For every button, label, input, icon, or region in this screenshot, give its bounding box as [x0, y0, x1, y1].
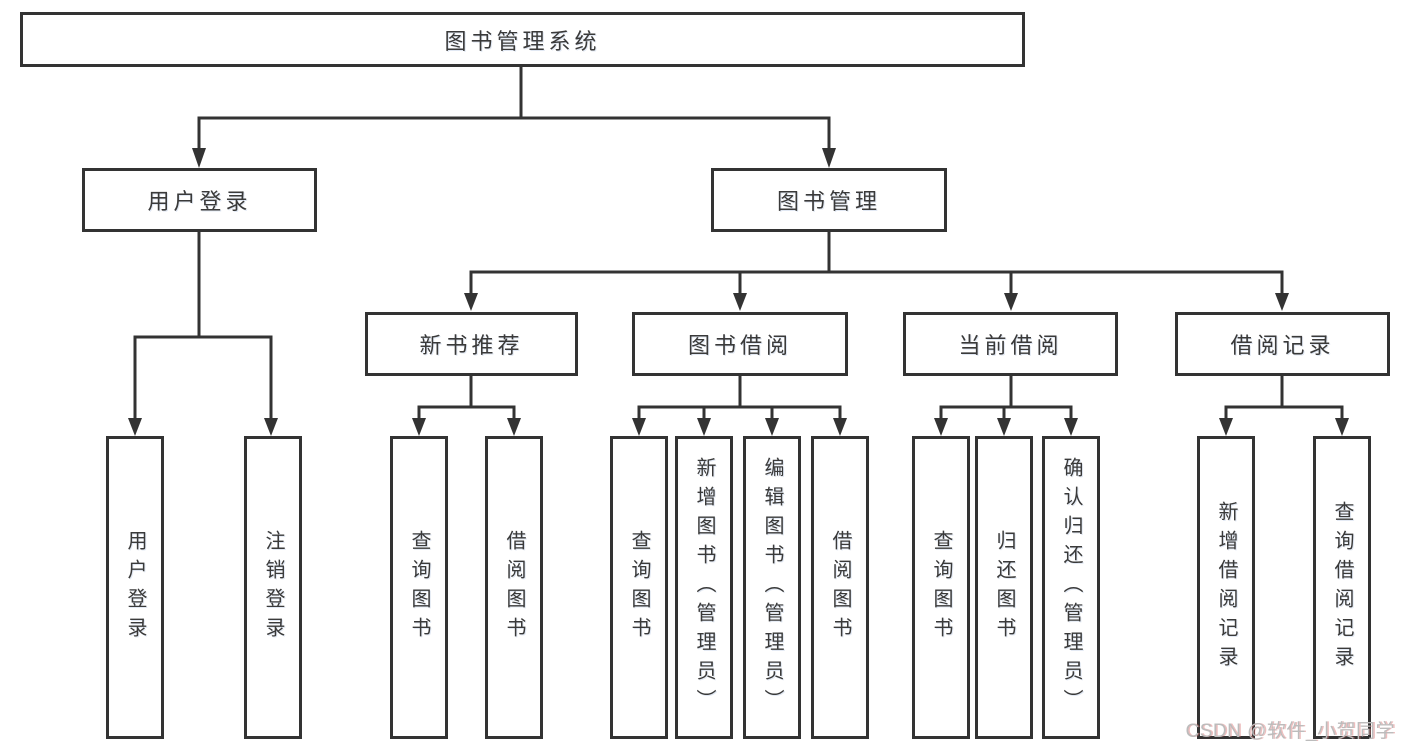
node-book-management: 图书管理: [711, 168, 947, 232]
node-book-borrowing: 图书借阅: [632, 312, 848, 376]
node-root-library-system: 图书管理系统: [20, 12, 1025, 67]
leaf-query-borrow-record: 查询借阅记录: [1313, 436, 1371, 739]
leaf-confirm-return-admin: 确认归还（管理员）: [1042, 436, 1100, 739]
leaf-query-books-newbooks: 查询图书: [390, 436, 448, 739]
leaf-add-books-admin: 新增图书（管理员）: [675, 436, 733, 739]
leaf-borrow-books-newbooks: 借阅图书: [485, 436, 543, 739]
leaf-borrow-books-borrowing: 借阅图书: [811, 436, 869, 739]
node-user-login: 用户登录: [82, 168, 317, 232]
node-new-book-recommendation: 新书推荐: [365, 312, 578, 376]
leaf-query-books-current: 查询图书: [912, 436, 970, 739]
csdn-watermark: CSDN @软件_小贺同学: [1185, 721, 1395, 742]
node-borrowing-records: 借阅记录: [1175, 312, 1390, 376]
leaf-edit-books-admin: 编辑图书（管理员）: [743, 436, 801, 739]
node-current-borrowing: 当前借阅: [903, 312, 1118, 376]
leaf-query-books-borrowing: 查询图书: [610, 436, 668, 739]
leaf-user-login: 用户登录: [106, 436, 164, 739]
leaf-logout: 注销登录: [244, 436, 302, 739]
leaf-add-borrow-record: 新增借阅记录: [1197, 436, 1255, 739]
leaf-return-books: 归还图书: [975, 436, 1033, 739]
